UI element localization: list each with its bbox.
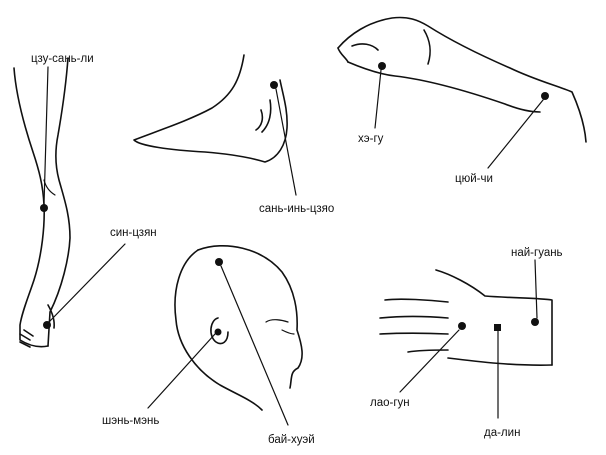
nei-guan-leader — [534, 259, 538, 319]
nei-guan-dot — [531, 318, 539, 326]
bai-hui-dot — [215, 258, 223, 266]
he-gu-dot — [378, 62, 386, 70]
leg-figure — [13, 57, 71, 348]
zu-san-li-leader — [43, 66, 49, 206]
qu-chi-leader — [487, 99, 544, 169]
he-gu-label: хэ-гу — [358, 133, 384, 145]
lao-gong-leader — [399, 329, 460, 393]
zu-san-li-dot — [40, 204, 48, 212]
da-ling-dot — [494, 324, 501, 331]
shen-men-label: шэнь-мэнь — [102, 415, 159, 427]
bai-hui-leader — [220, 265, 289, 426]
xing-jian-dot — [43, 321, 51, 329]
san-yin-jiao-leader — [275, 88, 297, 196]
nei-guan-label: най-гуань — [511, 247, 563, 259]
san-yin-jiao-label: сань-инь-цзяо — [259, 203, 334, 215]
xing-jian-label: син-цзян — [110, 227, 157, 239]
hand-figure — [379, 269, 553, 366]
zu-san-li-label: цзу-сань-ли — [31, 53, 94, 65]
lao-gong-dot — [458, 322, 466, 330]
shen-men-leader — [147, 333, 216, 409]
arm-figure — [337, 16, 587, 143]
foot-figure — [133, 54, 288, 163]
xing-jian-leader — [48, 243, 126, 323]
lao-gong-label: лао-гун — [370, 397, 410, 409]
head-figure — [174, 245, 303, 411]
qu-chi-dot — [541, 92, 549, 100]
san-yin-jiao-dot — [270, 81, 278, 89]
he-gu-leader — [374, 69, 382, 129]
shen-men-dot — [214, 328, 222, 336]
bai-hui-label: бай-хуэй — [268, 434, 315, 446]
da-ling-label: да-лин — [484, 427, 520, 439]
qu-chi-label: цюй-чи — [455, 173, 493, 185]
